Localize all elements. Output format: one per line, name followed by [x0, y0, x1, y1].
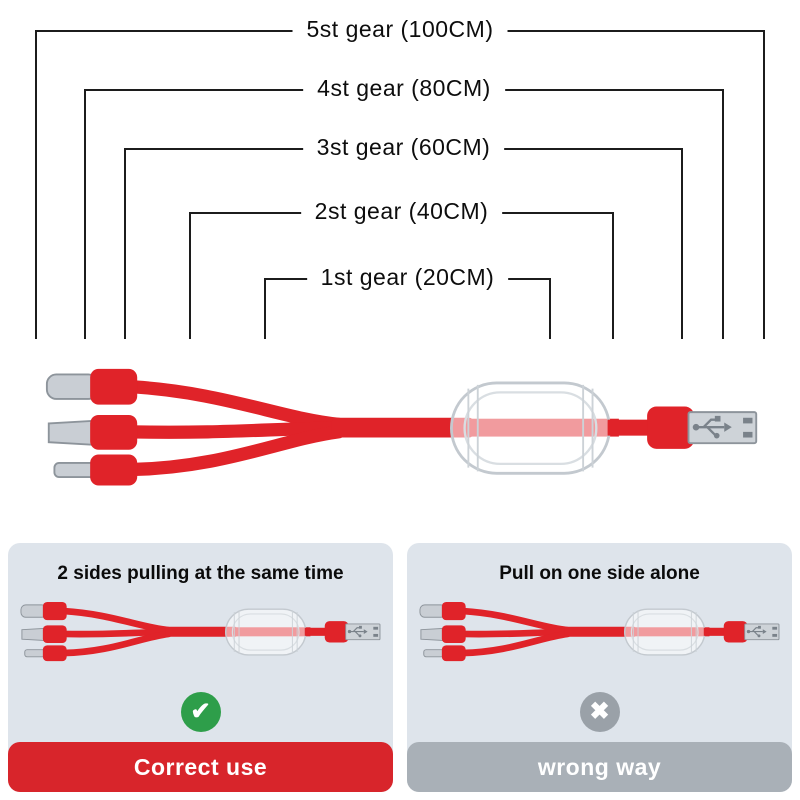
gear-1-label: 1st gear (20CM) — [306, 264, 509, 291]
correct-use-banner: Correct use — [8, 742, 393, 792]
gear-2-label: 2st gear (40CM) — [300, 198, 503, 225]
gear-5-label: 5st gear (100CM) — [292, 16, 508, 43]
retractable-cable-illustration — [45, 364, 760, 496]
correct-use-title: 2 sides pulling at the same time — [57, 563, 344, 584]
cross-icon: ✖ — [579, 692, 620, 732]
check-icon: ✔ — [180, 692, 221, 732]
usage-comparison: 2 sides pulling at the same time ✔ Corre… — [8, 543, 792, 792]
wrong-way-banner: wrong way — [407, 742, 792, 792]
gear-bracket-1: 1st gear (20CM) — [264, 264, 551, 339]
gear-3-label: 3st gear (60CM) — [302, 134, 505, 161]
correct-use-cable-illustration — [20, 599, 382, 667]
wrong-way-title: Pull on one side alone — [499, 563, 700, 584]
gear-bracket-2: 2st gear (40CM) — [189, 198, 614, 339]
gear-bracket-5: 5st gear (100CM) — [35, 16, 765, 339]
correct-use-panel: 2 sides pulling at the same time ✔ Corre… — [8, 543, 393, 792]
gear-4-label: 4st gear (80CM) — [303, 75, 505, 102]
gear-bracket-3: 3st gear (60CM) — [124, 134, 683, 339]
gear-bracket-4: 4st gear (80CM) — [84, 75, 724, 339]
wrong-way-panel: Pull on one side alone ✖ wrong way — [407, 543, 792, 792]
wrong-way-cable-illustration — [419, 599, 781, 667]
